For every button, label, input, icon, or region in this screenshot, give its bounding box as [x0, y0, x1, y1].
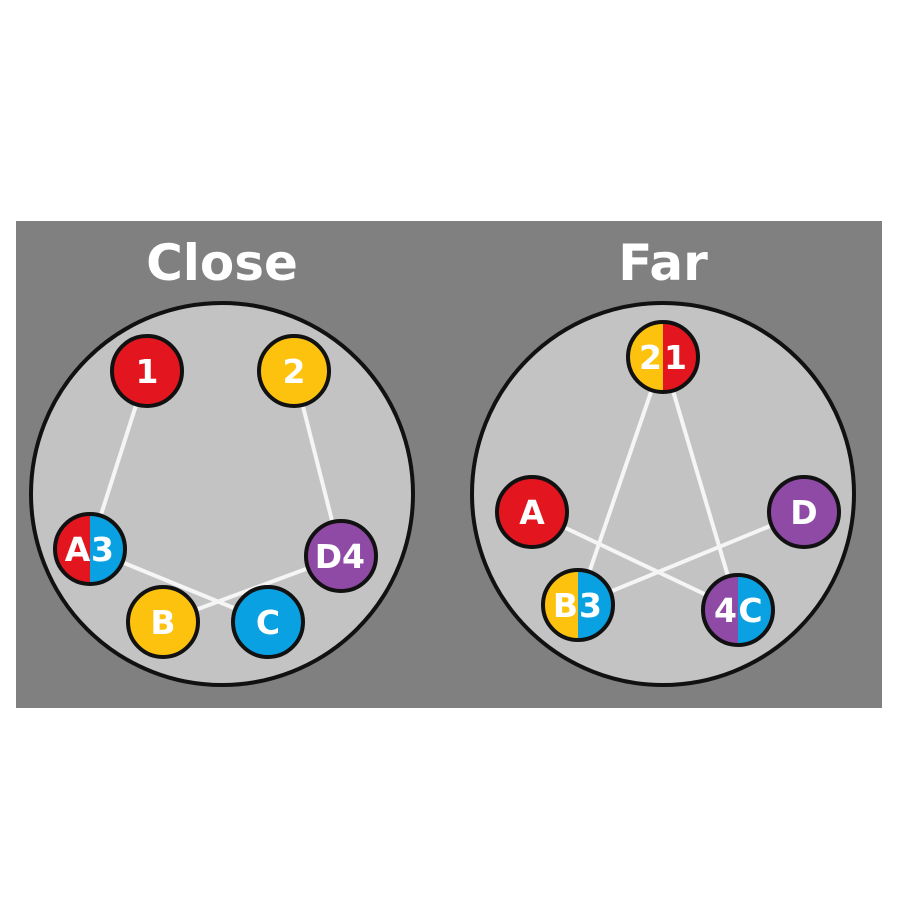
link-nA-n4C	[531, 510, 739, 612]
node-half-red	[497, 477, 567, 547]
node-outline	[304, 519, 378, 593]
node-label: 3	[91, 530, 114, 569]
node-label: C	[738, 591, 762, 630]
node-n2: 2	[257, 334, 331, 408]
node-outline	[231, 585, 305, 659]
node-nD: D	[767, 475, 841, 549]
node-outline	[701, 573, 775, 647]
node-label: 2	[283, 352, 306, 391]
node-outline	[541, 568, 615, 642]
node-half-purple	[769, 477, 839, 547]
node-label: 4	[342, 537, 365, 576]
node-outline	[53, 512, 127, 586]
node-half-red	[112, 336, 182, 406]
node-label: A	[519, 493, 545, 532]
node-label: 1	[136, 352, 159, 391]
link-n21-nB3	[576, 356, 665, 606]
node-label: D	[315, 537, 342, 576]
node-nC: C	[231, 585, 305, 659]
link-n21-n4C	[661, 356, 740, 611]
node-half-blue	[233, 587, 303, 657]
node-label: A	[65, 530, 91, 569]
node-label: 4	[714, 591, 737, 630]
node-label: 2	[639, 338, 662, 377]
far-panel-title: Far	[618, 234, 708, 292]
node-outline	[767, 475, 841, 549]
node-label: 3	[579, 586, 602, 625]
node-label: B	[553, 586, 578, 625]
node-label: C	[256, 603, 280, 642]
node-n1: 1	[110, 334, 184, 408]
panel-disc	[29, 301, 415, 687]
link-nD-nB3	[577, 510, 805, 607]
node-outline	[626, 320, 700, 394]
node-half-yellow	[259, 336, 329, 406]
node-outline	[495, 475, 569, 549]
node-label: 1	[664, 338, 687, 377]
node-outline	[257, 334, 331, 408]
node-nB: B	[126, 585, 200, 659]
node-half-yellow	[128, 587, 198, 657]
node-label: D	[790, 493, 817, 532]
node-label: B	[150, 603, 175, 642]
node-outline	[110, 334, 184, 408]
close-panel-title: Close	[146, 234, 298, 292]
node-nA: A	[495, 475, 569, 549]
node-outline	[126, 585, 200, 659]
